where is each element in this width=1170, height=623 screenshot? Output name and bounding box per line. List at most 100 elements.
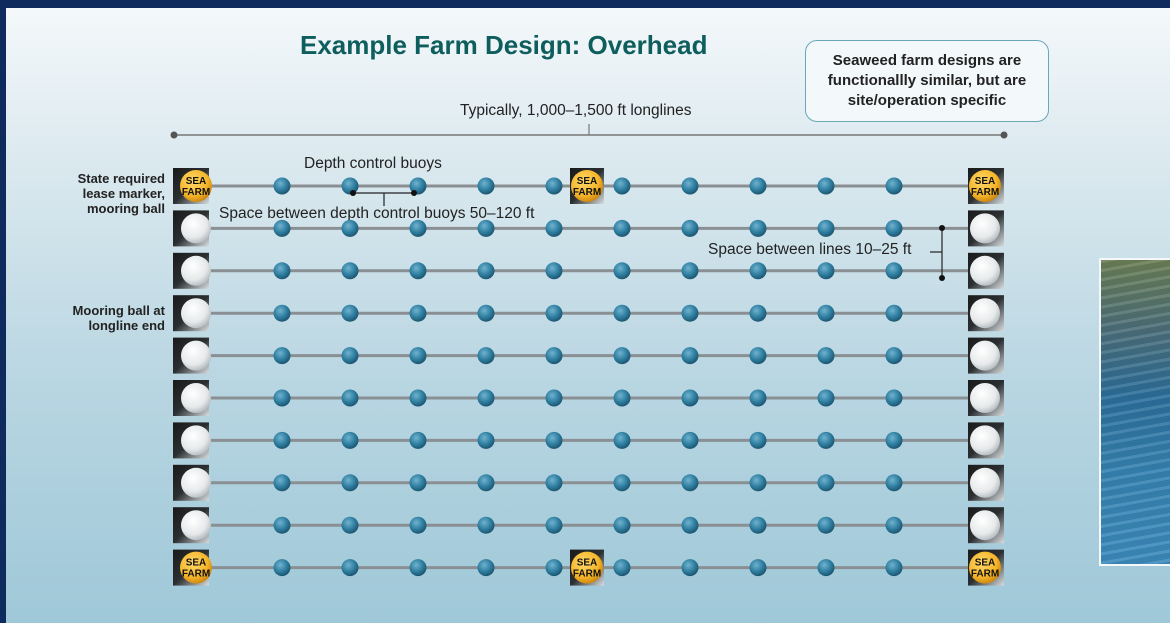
depth-buoy-icon	[749, 304, 767, 322]
depth-buoy-icon	[817, 177, 835, 195]
depth-buoy-icon	[409, 516, 427, 534]
depth-buoy-icon	[885, 347, 903, 365]
marker-text: FARM	[182, 187, 210, 198]
depth-buoy-icon	[885, 516, 903, 534]
depth-buoy-icon	[341, 347, 359, 365]
depth-buoy-icon	[613, 219, 631, 237]
dimension-end-dot	[1000, 131, 1008, 139]
depth-buoy-icon	[681, 347, 699, 365]
depth-buoy-icon	[613, 474, 631, 492]
depth-buoy-icon	[273, 516, 291, 534]
depth-buoy-icon	[409, 262, 427, 280]
mooring-ball-icon	[970, 467, 1000, 498]
mooring-ball-icon	[181, 467, 211, 498]
depth-buoy-icon	[545, 389, 563, 407]
mooring-ball-icon	[181, 340, 211, 371]
mooring-ball-icon	[970, 510, 1000, 541]
depth-buoy-icon	[749, 177, 767, 195]
depth-buoy-icon	[273, 347, 291, 365]
depth-buoy-icon	[613, 262, 631, 280]
marker-text: SEA	[975, 176, 996, 187]
depth-buoy-icon	[681, 389, 699, 407]
depth-buoy-icon	[477, 219, 495, 237]
depth-buoy-icon	[477, 304, 495, 322]
mooring-ball-icon	[970, 383, 1000, 413]
depth-buoy-icon	[477, 177, 495, 195]
depth-buoy-icon	[545, 559, 563, 577]
depth-buoy-icon	[817, 516, 835, 534]
bracket-dot	[411, 190, 417, 196]
mooring-ball-icon	[970, 298, 1000, 329]
sea-farm-marker-icon	[571, 551, 603, 584]
depth-buoy-icon	[681, 559, 699, 577]
depth-buoy-icon	[545, 177, 563, 195]
depth-buoy-icon	[613, 304, 631, 322]
water-photo	[1099, 258, 1170, 566]
depth-buoy-icon	[613, 431, 631, 449]
marker-text: FARM	[573, 569, 601, 580]
depth-buoy-icon	[681, 177, 699, 195]
mooring-ball-icon	[970, 213, 1000, 244]
depth-buoy-icon	[341, 474, 359, 492]
depth-buoy-icon	[273, 431, 291, 449]
marker-text: SEA	[577, 558, 598, 569]
bracket-dot	[939, 225, 945, 231]
depth-buoy-icon	[749, 516, 767, 534]
depth-buoy-icon	[885, 304, 903, 322]
note-box: Seaweed farm designs are functionallly s…	[805, 40, 1049, 122]
depth-buoy-icon	[341, 516, 359, 534]
depth-buoy-icon	[817, 219, 835, 237]
depth-buoy-icon	[409, 474, 427, 492]
marker-text: FARM	[971, 187, 999, 198]
depth-buoy-icon	[545, 262, 563, 280]
depth-buoy-icon	[477, 474, 495, 492]
depth-buoy-icon	[749, 262, 767, 280]
depth-buoy-icon	[817, 262, 835, 280]
depth-buoy-icon	[477, 389, 495, 407]
mooring-ball-icon	[181, 298, 211, 329]
sea-farm-marker-icon	[180, 551, 212, 584]
depth-buoy-icon	[273, 262, 291, 280]
marker-text: SEA	[186, 558, 207, 569]
depth-buoy-icon	[273, 177, 291, 195]
depth-buoy-icon	[341, 304, 359, 322]
mooring-ball-icon	[181, 425, 211, 456]
depth-buoy-icon	[613, 347, 631, 365]
depth-buoy-icon	[273, 474, 291, 492]
depth-buoy-icon	[273, 559, 291, 577]
depth-buoy-icon	[477, 516, 495, 534]
depth-buoy-icon	[341, 389, 359, 407]
depth-buoy-icon	[681, 304, 699, 322]
depth-buoy-icon	[749, 559, 767, 577]
sea-farm-marker-icon	[969, 170, 1001, 202]
depth-buoy-icon	[545, 304, 563, 322]
depth-buoy-icon	[341, 559, 359, 577]
mooring-ball-icon	[970, 255, 1000, 286]
depth-buoy-icon	[749, 219, 767, 237]
mooring-ball-icon	[181, 255, 211, 286]
depth-buoy-icon	[545, 347, 563, 365]
depth-buoy-icon	[341, 177, 359, 195]
depth-buoy-icon	[341, 431, 359, 449]
mooring-ball-icon	[181, 213, 211, 244]
depth-buoy-icon	[409, 559, 427, 577]
marker-text: SEA	[186, 176, 207, 187]
depth-buoy-icon	[409, 389, 427, 407]
depth-buoy-icon	[817, 431, 835, 449]
depth-buoy-icon	[681, 219, 699, 237]
depth-buoy-icon	[749, 474, 767, 492]
depth-buoy-icon	[817, 304, 835, 322]
depth-buoy-icon	[681, 516, 699, 534]
depth-buoy-icon	[817, 347, 835, 365]
depth-buoy-icon	[613, 516, 631, 534]
bracket-dot	[350, 190, 356, 196]
depth-buoy-icon	[477, 559, 495, 577]
depth-buoy-icon	[885, 177, 903, 195]
depth-buoy-icon	[613, 389, 631, 407]
longline-length-label: Typically, 1,000–1,500 ft longlines	[460, 102, 692, 119]
depth-buoy-icon	[545, 474, 563, 492]
depth-buoy-icon	[817, 559, 835, 577]
marker-text: SEA	[577, 176, 598, 187]
depth-buoy-icon	[885, 431, 903, 449]
